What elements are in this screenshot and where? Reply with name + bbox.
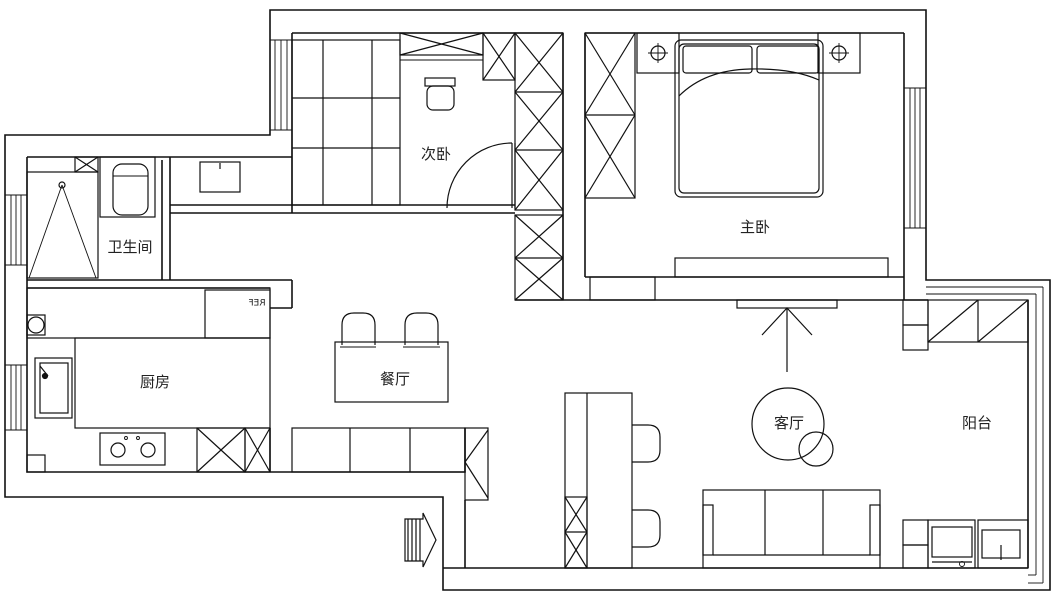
desk: [564, 392, 633, 569]
balcony-low-boxes: [902, 519, 929, 569]
window-bathroom-west: [5, 194, 27, 266]
fridge: REF: [204, 289, 271, 339]
dining-chair-right: [404, 312, 439, 345]
window-master-east: [904, 87, 926, 229]
arrow-up-icon: [761, 307, 813, 372]
double-bed: [674, 39, 824, 198]
room-label-bathroom: 卫生间: [107, 238, 152, 256]
pillow-left: [682, 45, 753, 74]
second-bedroom: 次卧: [291, 32, 564, 301]
room-label-dining: 餐厅: [380, 370, 410, 388]
balcony: 阳台: [902, 299, 1029, 569]
nightstand-left: [636, 32, 680, 74]
kitchen-counter: [26, 287, 271, 339]
shoe-cabinet: [291, 427, 466, 473]
kitchen-sink: [34, 357, 73, 419]
top-cabinet: [399, 32, 484, 61]
room-label-master-bedroom: 主卧: [740, 218, 770, 236]
window-kitchen-west: [5, 364, 27, 431]
hall-cabinet: [514, 214, 564, 301]
bed-bench: [674, 257, 889, 278]
wardrobe-grid: [291, 39, 401, 206]
desk-chair-top: [632, 424, 661, 463]
shower: [26, 171, 99, 279]
windows: [5, 39, 1044, 584]
burner-icon: [110, 442, 126, 458]
stove: [99, 432, 166, 466]
desk-chair-bottom: [632, 509, 661, 548]
entrance-arrow-icon: [404, 512, 437, 568]
pillow-right: [756, 45, 820, 74]
dining-chair-left: [341, 312, 376, 345]
washing-machine: [927, 519, 976, 569]
wash-basin: [199, 161, 241, 193]
kitchen: REF 厨房: [26, 287, 271, 473]
room-label-second-bedroom: 次卧: [421, 145, 451, 163]
master-bedroom: 主卧: [584, 32, 889, 301]
kitchen-island: [74, 337, 271, 429]
room-label-balcony: 阳台: [962, 414, 992, 432]
side-table: [798, 431, 834, 467]
kitchen-lower-cabinets: [196, 427, 271, 473]
corridor: [291, 427, 489, 568]
entrance-cabinet: [464, 427, 489, 501]
fridge-label: REF: [248, 299, 265, 309]
door-frame: [589, 276, 656, 301]
corner-box: [26, 454, 46, 473]
coffee-table: [751, 387, 825, 461]
outer-wall: [4, 9, 1051, 591]
water-heater: [26, 314, 46, 336]
living-room: 客厅: [564, 299, 881, 569]
desk-side-cabinet: [564, 496, 588, 569]
laundry-sink: [977, 519, 1029, 569]
balcony-corner-boxes: [902, 299, 929, 351]
master-wardrobe: [584, 32, 636, 199]
dining-table: [334, 341, 449, 403]
burner-icon: [140, 442, 156, 458]
toilet: [424, 77, 456, 111]
vent: [74, 156, 99, 173]
second-bedroom-door: [446, 142, 516, 209]
shower-head-icon: [58, 181, 66, 189]
room-label-living: 客厅: [774, 414, 804, 432]
tall-cabinet: [514, 32, 564, 211]
window-top-left: [270, 39, 292, 131]
balcony-cabinets: [927, 299, 1029, 343]
room-label-kitchen: 厨房: [140, 373, 170, 391]
balcony-railing: [926, 286, 1044, 584]
tv-unit: [736, 299, 838, 309]
bathroom: 卫生间: [26, 156, 241, 279]
nightstand-right: [817, 32, 861, 74]
bathroom-toilet: [99, 156, 156, 218]
sofa: [702, 489, 881, 569]
dining: 餐厅: [334, 312, 449, 403]
corner-cabinet: [482, 32, 516, 81]
